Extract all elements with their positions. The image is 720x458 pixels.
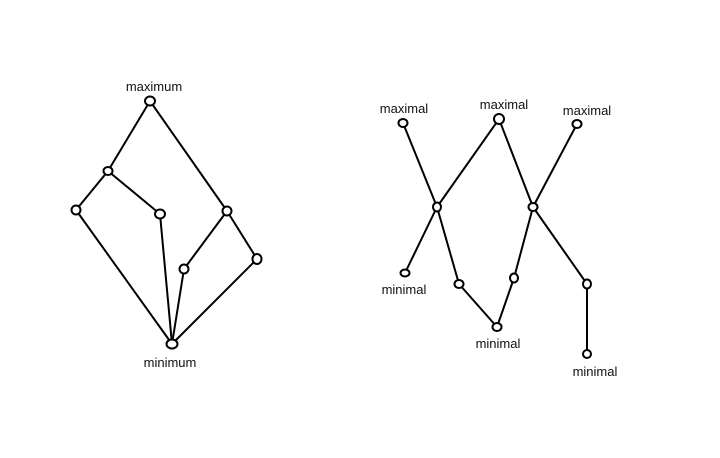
- label-minimal-1: minimal: [382, 282, 427, 297]
- node-maximal-2: [493, 113, 505, 125]
- label-maximal-2: maximal: [480, 97, 529, 112]
- node-center: [154, 208, 166, 220]
- node-lower-right: [509, 272, 519, 284]
- edge-hub2-to-right-chain: [532, 206, 588, 285]
- node-right-chain: [582, 278, 592, 290]
- edge-center-to-bottom: [159, 213, 173, 345]
- edge-maximal3-to-hub2: [532, 123, 578, 208]
- edge-right-mid-to-lower-mid: [183, 210, 228, 270]
- edge-upper-left-to-far-left: [75, 170, 109, 211]
- node-hub-1: [432, 201, 442, 213]
- node-lower-left: [453, 279, 465, 289]
- edge-hub1-to-minimal1: [404, 206, 438, 274]
- edge-top-to-right-mid: [149, 100, 228, 212]
- edge-far-right-to-bottom: [171, 258, 258, 345]
- label-maximal-3: maximal: [563, 103, 612, 118]
- right-nodes: [397, 113, 592, 359]
- node-maximal-3: [571, 119, 583, 129]
- label-maximal-1: maximal: [380, 101, 429, 116]
- edge-hub2-to-lower-right: [513, 206, 534, 279]
- node-maximum: [144, 95, 156, 107]
- edge-lower-mid-to-bottom: [171, 268, 185, 345]
- edge-lower-left-to-minimal2: [458, 283, 498, 328]
- left-hasse-diagram: maximum minimum: [70, 79, 263, 370]
- node-hub-2: [527, 202, 539, 212]
- edge-maximal2-to-hub1: [436, 118, 500, 208]
- edge-lower-right-to-minimal2: [496, 277, 515, 328]
- edge-hub1-to-lower-left: [436, 206, 460, 285]
- left-edges: [75, 100, 258, 345]
- node-lower-mid: [178, 263, 190, 275]
- label-minimal-2: minimal: [476, 336, 521, 351]
- edge-maximal1-to-hub1: [402, 122, 438, 208]
- edge-far-left-to-bottom: [75, 209, 173, 345]
- right-edges: [402, 118, 588, 355]
- node-minimal-2: [491, 322, 503, 332]
- node-minimum: [165, 338, 179, 350]
- label-minimal-3: minimal: [573, 364, 618, 379]
- label-minimum: minimum: [144, 355, 197, 370]
- node-upper-left: [102, 166, 114, 176]
- node-far-right: [251, 253, 263, 265]
- right-hasse-diagram: maximal maximal maximal minimal minimal …: [380, 97, 618, 379]
- left-nodes: [70, 95, 263, 350]
- node-maximal-1: [397, 118, 409, 128]
- label-maximum: maximum: [126, 79, 182, 94]
- node-minimal-3: [582, 349, 592, 359]
- node-minimal-1: [399, 268, 411, 278]
- edge-upper-left-to-center: [107, 170, 161, 215]
- edge-top-to-upper-left: [107, 100, 151, 172]
- edge-right-mid-to-far-right: [226, 210, 258, 260]
- node-far-left: [70, 204, 82, 216]
- node-right-mid: [221, 205, 233, 217]
- edge-maximal2-to-hub2: [498, 118, 534, 208]
